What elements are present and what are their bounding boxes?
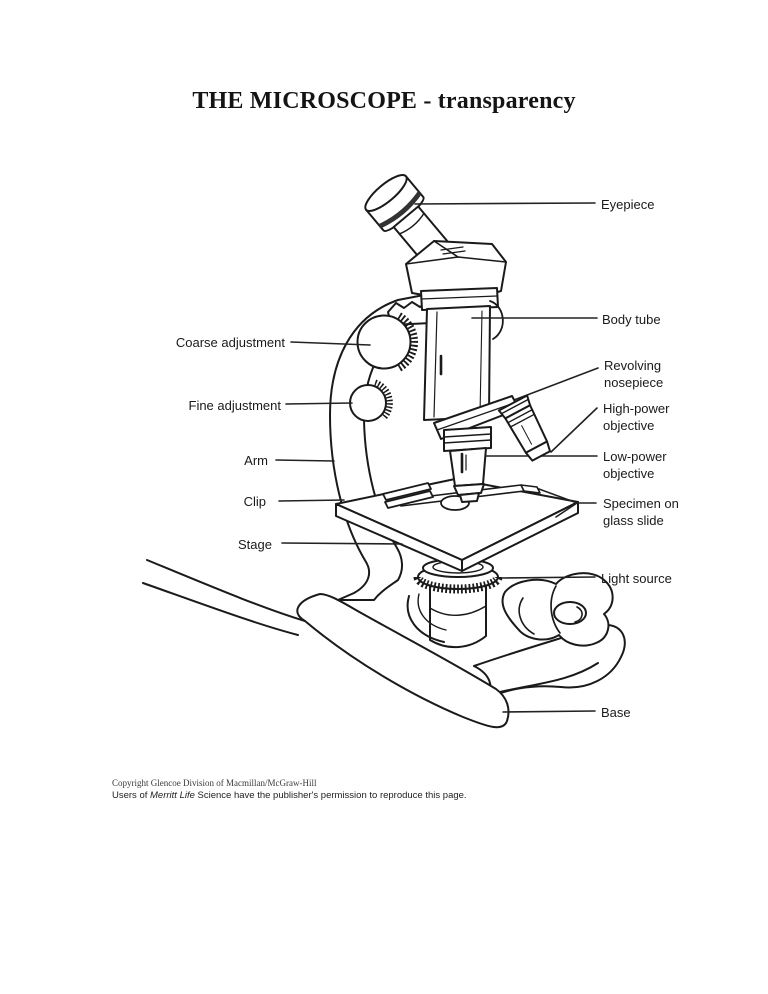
lamp-swirl-drawing [501,572,614,647]
leader-specimen-a [538,488,578,504]
label-line: objective [603,466,655,481]
permission-suffix: Science have the publisher's permission … [194,790,467,801]
leader-revolving-nosepiece [513,367,599,401]
label-revolving-nosepiece: Revolving nosepiece [604,357,663,391]
label-stage: Stage [238,536,272,553]
label-line: Specimen on [603,496,679,511]
leader-clip [278,499,345,502]
label-light-source: Light source [601,570,672,587]
label-text: Clip [243,494,266,509]
leader-specimen-b [555,502,578,518]
leader-stage [281,542,403,545]
label-low-power-objective: Low-power objective [603,448,667,482]
leader-high-power [550,407,598,453]
fine-knob-drawing [349,379,393,422]
permission-prefix: Users of [112,790,151,801]
label-line: Low-power [603,449,667,464]
body-tube-drawing [420,287,504,421]
coarse-knob-drawing [356,312,419,372]
permission-book-title: Merritt Life [150,790,195,801]
clip-drawing [382,482,434,509]
label-text: Fine adjustment [188,398,282,413]
head-prism-drawing [364,174,507,303]
label-line: objective [603,418,655,433]
label-eyepiece: Eyepiece [601,196,654,213]
label-line: glass slide [603,513,664,528]
leader-light-source [502,576,596,579]
leader-arm [275,459,335,462]
label-line: High-power [603,401,670,416]
leader-base [502,710,596,713]
label-fine-adjustment: Fine adjustment [189,397,282,414]
label-text: Stage [238,537,272,552]
label-clip: Clip [244,493,266,510]
light-source-drawing [406,558,503,648]
permission-line: Users of Merritt Life Science have the p… [112,789,467,802]
label-line: Revolving [604,358,662,373]
leader-fine [285,402,353,405]
label-text: Body tube [602,312,661,327]
label-text: Coarse adjustment [175,335,285,350]
label-text: Base [601,705,631,720]
label-base: Base [601,704,631,721]
power-cord-drawing [142,559,306,636]
label-coarse-adjustment: Coarse adjustment [176,334,285,351]
high-power-objective-drawing [497,394,551,462]
label-body-tube: Body tube [602,311,661,328]
label-arm: Arm [244,452,268,469]
label-text: Light source [601,571,672,586]
footer: Copyright Glencoe Division of Macmillan/… [112,777,467,802]
label-line: nosepiece [604,375,664,390]
page-title: THE MICROSCOPE - transparency [192,88,576,114]
copyright-line: Copyright Glencoe Division of Macmillan/… [112,778,317,788]
label-high-power-objective: High-power objective [603,400,669,434]
label-text: Arm [244,453,268,468]
label-text: Eyepiece [601,197,655,212]
leader-eyepiece [414,202,596,205]
leader-coarse [290,341,371,346]
label-specimen-on-glass-slide: Specimen on glass slide [603,495,679,529]
low-power-objective-drawing [443,426,492,503]
